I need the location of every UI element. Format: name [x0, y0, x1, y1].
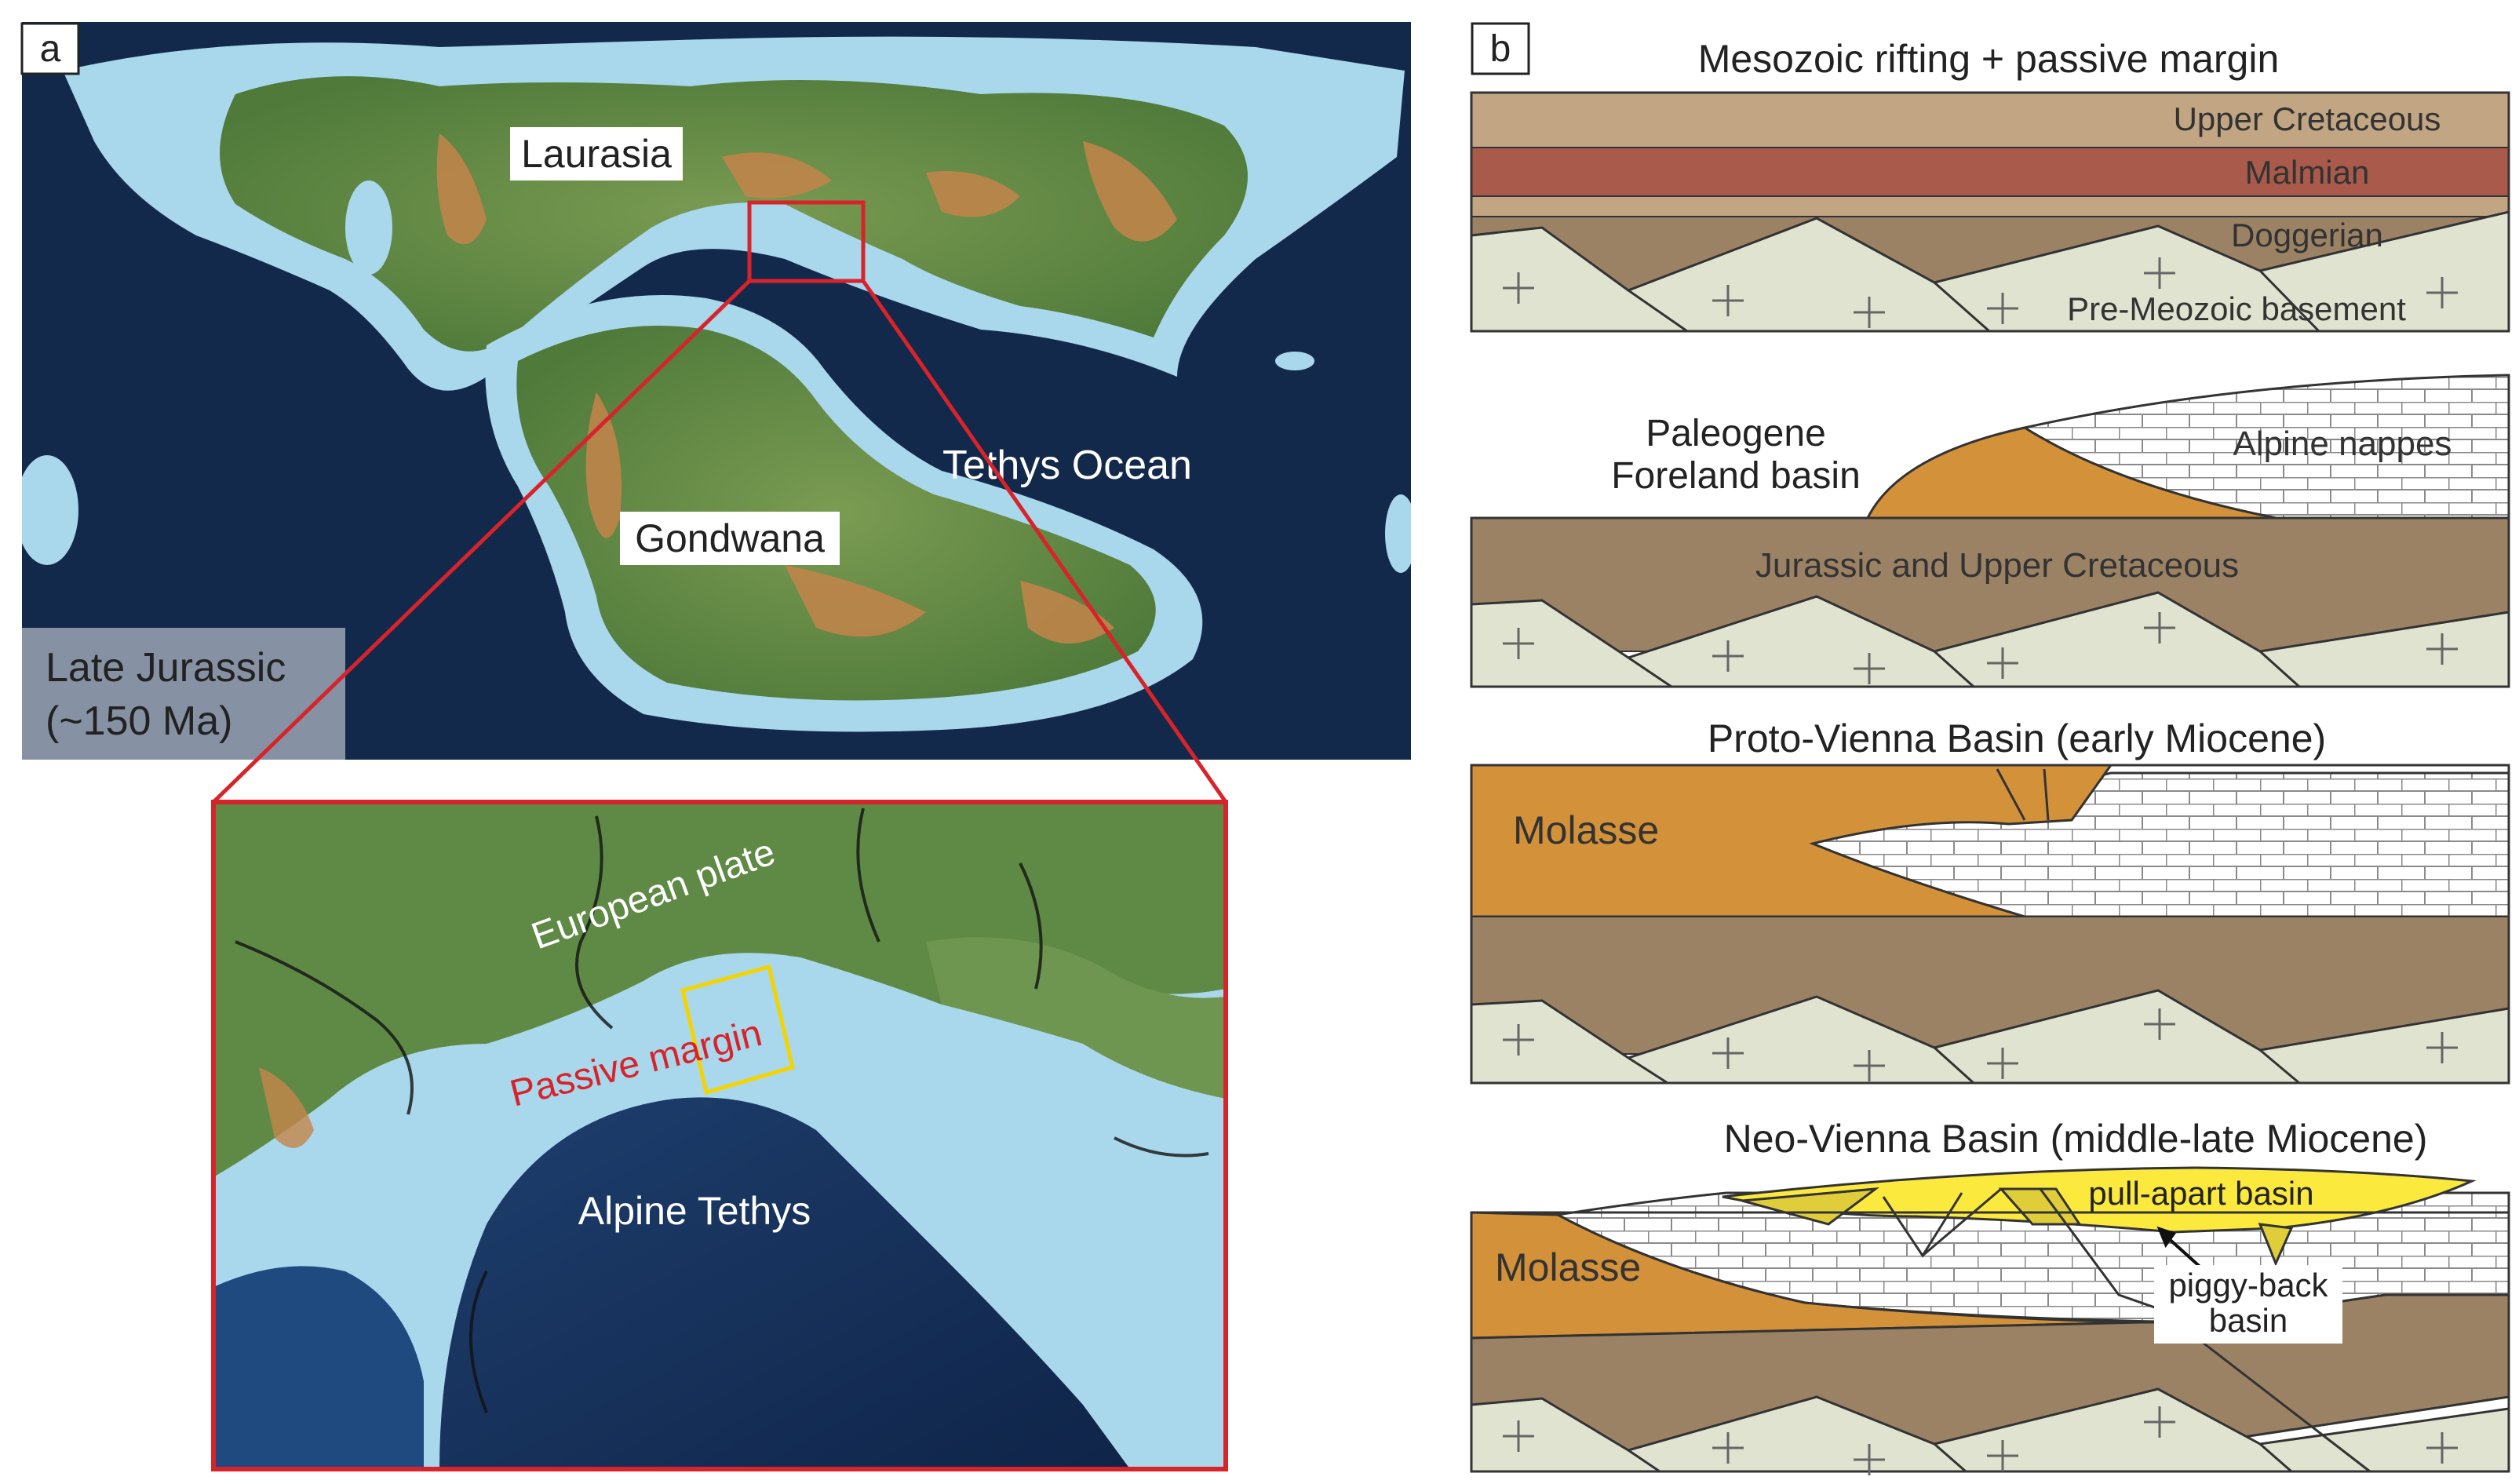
s2-foreland-basin: [1865, 426, 2277, 520]
s2-basement-marks: [1503, 612, 2458, 684]
gondwana-label-box: [620, 512, 840, 565]
inset-map: [213, 802, 1226, 1469]
s4-piggy-label-box: [2154, 1265, 2342, 1344]
section-1: Mesozoic rifting + passive margin Upper …: [1470, 37, 2510, 333]
age-label-line2: (~150 Ma): [46, 698, 232, 744]
inset-locator-box: [747, 200, 866, 283]
s3-basement-marks: [1503, 1008, 2458, 1081]
age-label-line1: Late Jurassic: [46, 645, 286, 691]
s4-molasse: [1470, 1211, 2143, 1340]
s2-foreland-label-line2: Foreland basin: [1611, 455, 1861, 497]
s1-thin-bed: [1471, 195, 2510, 217]
zoom-line-right: [861, 279, 1228, 804]
s1-malmian: [1471, 147, 2510, 197]
s4-basement-marks: [1503, 1406, 2458, 1475]
s4-piggy-label-line1: piggy-back: [2168, 1267, 2328, 1304]
panel-b-letter-box: [1471, 22, 1530, 75]
s4-pull-apart-label: pull-apart basin: [2088, 1175, 2313, 1212]
gondwana-label: Gondwana: [635, 516, 825, 560]
s4-faults: [1628, 1325, 2371, 1473]
section-1-title: Mesozoic rifting + passive margin: [1698, 37, 2280, 81]
islands: [22, 180, 1411, 573]
laurasia-land: [220, 76, 1248, 352]
panel-b-letter: b: [1490, 28, 1511, 70]
age-label-box: [22, 628, 345, 760]
inset-frame: [211, 800, 1228, 1471]
section-3: Proto-Vienna Basin (early Miocene) Molas…: [1470, 716, 2510, 1085]
s4-piggy-label-line2: basin: [2209, 1302, 2288, 1339]
inset-western-deep: [213, 1266, 424, 1469]
panel-a-letter-box: [20, 22, 80, 75]
s1-upper-cretaceous-label: Upper Cretaceous: [2174, 100, 2441, 137]
s3-piggy-faults: [1996, 768, 2050, 821]
zoom-line-left: [212, 279, 751, 804]
section-4-title: Neo-Vienna Basin (middle-late Miocene): [1724, 1117, 2428, 1161]
s2-jurassic-cretaceous: [1471, 517, 2510, 652]
inset-alpine-tethys: [439, 1097, 1130, 1469]
s3-molasse: [1470, 764, 2113, 918]
s3-faults: [1628, 1046, 2300, 1085]
laurasia-label: Laurasia: [521, 132, 672, 176]
s2-alpine-nappes-label: Alpine nappes: [2233, 425, 2452, 463]
s3-molasse-label: Molasse: [1513, 808, 1659, 852]
s1-basement-marks: [1503, 257, 2458, 328]
s2-jurassic-label: Jurassic and Upper Cretaceous: [1755, 546, 2239, 585]
tethys-ocean-label: Tethys Ocean: [942, 443, 1192, 488]
s1-malmian-label: Malmian: [2245, 154, 2370, 191]
inset-relief: [259, 1067, 314, 1148]
laurasia-label-box: [510, 127, 683, 180]
s2-faults: [1628, 650, 2301, 688]
section-4: Neo-Vienna Basin (middle-late Miocene): [1470, 1117, 2510, 1475]
inset-eastern-land: [926, 937, 1226, 1099]
inset-borders: [235, 808, 1209, 1413]
section-2: Paleogene Foreland basin Alpine nappes J…: [1470, 374, 2510, 688]
panel-a-letter: a: [40, 28, 61, 70]
s2-foreland-label-line1: Paleogene: [1646, 413, 1826, 454]
section-3-title: Proto-Vienna Basin (early Miocene): [1708, 716, 2326, 760]
s1-doggerian-label: Doggerian: [2231, 217, 2383, 253]
panel-a-map: [22, 22, 1411, 760]
study-area-box: [680, 964, 795, 1096]
s4-molasse-label: Molasse: [1495, 1245, 1641, 1289]
alpine-tethys-label: Alpine Tethys: [578, 1189, 811, 1233]
s4-pull-apart-basin: [1722, 1166, 2477, 1234]
highland-relief: [436, 133, 1177, 644]
s1-faults: [1628, 269, 2320, 333]
inset-european-land: [213, 802, 1226, 1177]
s1-basement-label: Pre-Meozoic basement: [2067, 290, 2406, 327]
